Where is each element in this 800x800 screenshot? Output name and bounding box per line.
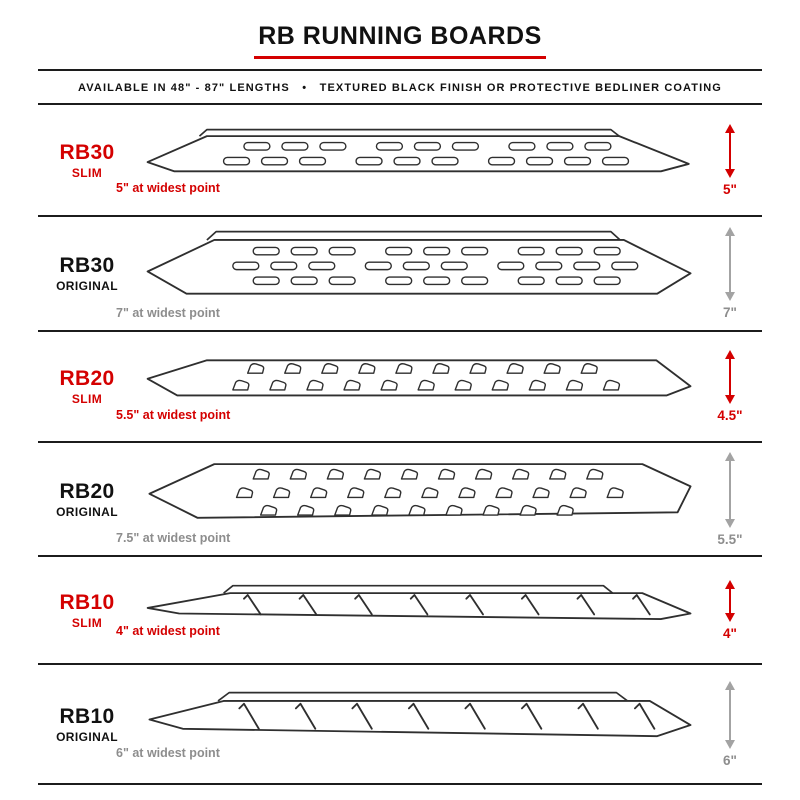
model-label: RB10 ORIGINAL [38, 705, 142, 744]
height-label: 5" [723, 181, 737, 197]
model-name: RB10 [59, 704, 115, 728]
board-row-rb30-slim: RB30 SLIM 5" at widest point 5" [38, 105, 762, 217]
board-row-rb30-original: RB30 ORIGINAL 7" at widest point [38, 217, 762, 332]
height-label: 4.5" [717, 408, 743, 423]
widest-point-label: 4" at widest point [116, 624, 220, 639]
board-row-rb20-slim: RB20 SLIM 5.5" at widest point 4.5" [38, 332, 762, 443]
widest-point-label: 7.5" at widest point [116, 531, 231, 546]
model-name: RB20 [59, 367, 115, 390]
board-drawing-area: 5.5" at widest point [116, 349, 698, 425]
rb20-original-drawing [148, 463, 692, 519]
page-subtitle: AVAILABLE IN 48" - 87" LENGTHS • TEXTURE… [78, 82, 722, 94]
widest-point-label: 5" at widest point [116, 180, 220, 195]
height-arrow-icon [725, 451, 735, 528]
model-label: RB20 ORIGINAL [38, 480, 142, 519]
rb10-slim-drawing [146, 584, 692, 620]
board-drawing-area: 7" at widest point [116, 225, 698, 321]
model-variant: ORIGINAL [56, 504, 118, 519]
height-measure: 4" [698, 579, 762, 641]
model-label: RB20 SLIM [38, 367, 142, 406]
model-name: RB20 [59, 479, 115, 503]
model-label: RB30 SLIM [38, 141, 142, 180]
height-measure: 7" [698, 227, 762, 320]
board-row-rb20-original: RB20 ORIGINAL 7.5" at widest point 5.5" [38, 443, 762, 557]
model-variant: ORIGINAL [56, 729, 118, 744]
board-drawing-area: 6" at widest point [116, 686, 698, 762]
height-arrow-icon [725, 680, 735, 749]
board-drawing-area: 5" at widest point [116, 123, 698, 197]
subtitle-band: AVAILABLE IN 48" - 87" LENGTHS • TEXTURE… [38, 69, 762, 105]
height-measure: 5.5" [698, 451, 762, 547]
height-arrow-icon [725, 579, 735, 622]
model-variant: ORIGINAL [56, 279, 118, 293]
height-arrow-icon [725, 350, 735, 404]
board-row-rb10-original: RB10 ORIGINAL 6" at widest point 6" [38, 665, 762, 785]
model-label: RB30 ORIGINAL [38, 254, 142, 293]
model-name: RB30 [59, 254, 115, 277]
widest-point-label: 5.5" at widest point [116, 408, 231, 423]
page-header: RB RUNNING BOARDS AVAILABLE IN 48" - 87"… [0, 22, 800, 105]
rb30-slim-drawing [146, 128, 690, 173]
height-arrow-icon [725, 123, 735, 178]
board-drawing-area: 4" at widest point [116, 580, 698, 641]
model-name: RB10 [59, 590, 115, 614]
widest-point-label: 6" at widest point [116, 745, 220, 760]
model-variant: SLIM [71, 165, 103, 180]
model-label: RB10 SLIM [38, 591, 142, 630]
model-name: RB30 [59, 140, 115, 164]
rb20-slim-drawing [146, 358, 692, 397]
model-variant: SLIM [71, 615, 103, 630]
height-measure: 5" [698, 123, 762, 197]
height-arrow-icon [725, 227, 735, 301]
rb30-original-drawing [146, 231, 692, 296]
widest-point-label: 7" at widest point [116, 305, 220, 320]
page-title: RB RUNNING BOARDS [254, 22, 546, 59]
model-variant: SLIM [71, 392, 103, 406]
board-row-rb10-slim: RB10 SLIM 4" at widest point 4" [38, 557, 762, 665]
rb10-original-drawing [148, 691, 692, 738]
board-drawing-area: 7.5" at widest point [116, 451, 698, 547]
height-measure: 4.5" [698, 350, 762, 423]
height-label: 5.5" [717, 531, 743, 547]
height-measure: 6" [698, 680, 762, 768]
height-label: 7" [723, 305, 737, 320]
height-label: 4" [723, 625, 737, 641]
height-label: 6" [723, 752, 737, 768]
